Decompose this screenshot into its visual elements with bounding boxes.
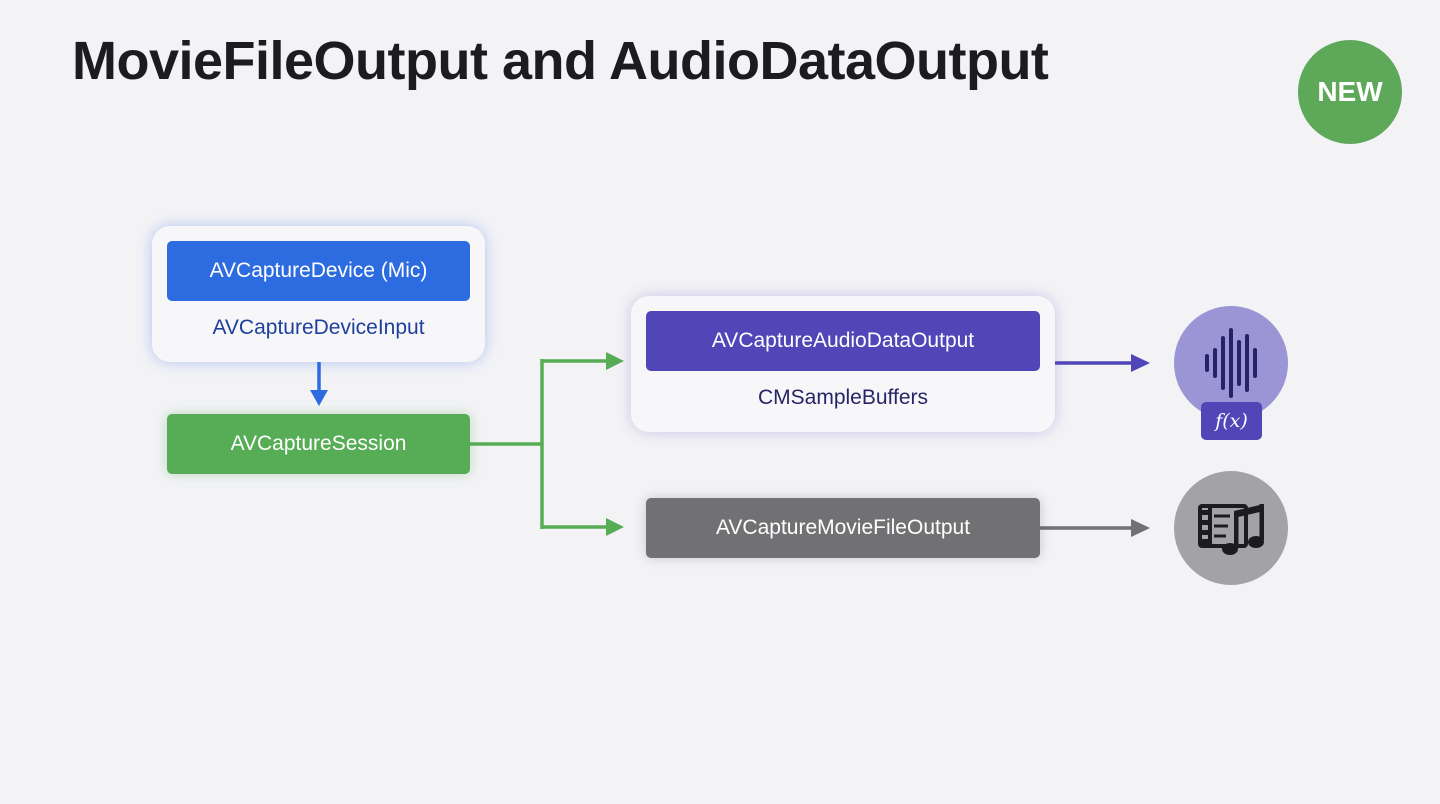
arrow-audio-to-processing [1055, 354, 1150, 372]
media-file-circle [1174, 471, 1288, 585]
waveform-icon [1205, 328, 1257, 398]
film-music-icon [1198, 504, 1264, 555]
audio-data-output-box: AVCaptureAudioDataOutput [646, 311, 1040, 371]
capture-session-box: AVCaptureSession [167, 414, 470, 474]
audio-processing-circle [1174, 306, 1288, 420]
device-input-label: AVCaptureDeviceInput [212, 316, 425, 339]
new-badge: NEW [1298, 40, 1402, 144]
arrow-session-to-outputs [470, 352, 624, 536]
page-title: MovieFileOutput and AudioDataOutput [72, 31, 1049, 91]
arrow-input-to-session [310, 362, 328, 406]
arrow-movie-to-file [1040, 519, 1150, 537]
capture-device-box: AVCaptureDevice (Mic) [167, 241, 470, 301]
movie-file-output-box: AVCaptureMovieFileOutput [646, 498, 1040, 558]
function-tag: f(x) [1201, 402, 1262, 440]
sample-buffers-label: CMSampleBuffers [757, 386, 928, 409]
